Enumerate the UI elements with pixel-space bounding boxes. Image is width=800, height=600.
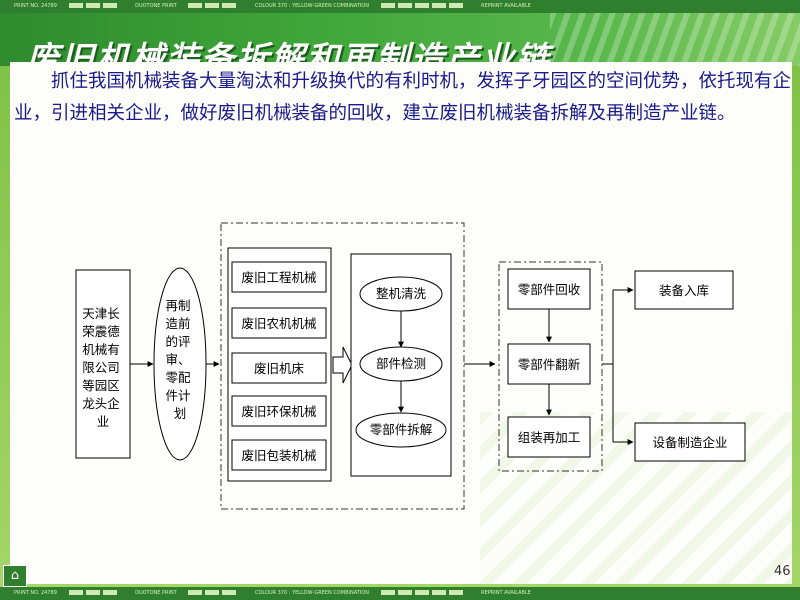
remanufacture-step-box	[507, 268, 591, 310]
content-area: 抓住我国机械装备大量淘汰和升级换代的有利时机，发挥子牙园区的空间优势，依托现有企…	[10, 62, 792, 584]
waste-item-box	[231, 439, 327, 471]
company-line: 荣震德	[82, 324, 120, 339]
plan-line: 造前	[166, 316, 191, 331]
remanufacture-step-label: 零部件回收	[518, 282, 581, 297]
block-arrow-waste-to-process	[332, 346, 353, 384]
company-line: 机械有	[82, 342, 120, 357]
remanufacture-step-box	[507, 416, 591, 458]
company-line: 龙头企	[82, 396, 120, 411]
output-box-manufacturer	[634, 422, 746, 462]
reprint-label: REPRINT AVAILABLE	[481, 590, 531, 596]
colour-label: COLOUR 370 : YELLOW-GREEN COMBINATION	[254, 590, 369, 596]
plan-line: 再制	[166, 298, 191, 313]
process-step-label: 整机清洗	[376, 286, 427, 301]
waste-item-label: 废旧包装机械	[241, 448, 317, 463]
title-decoration	[550, 13, 800, 66]
header-strip: PRINT NO. 24789 DUOTONE PRINT COLOUR 370…	[0, 0, 800, 13]
company-line: 等园区	[82, 378, 120, 393]
duotone-label: DUOTONE PRINT	[135, 590, 177, 596]
strip-blocks	[188, 0, 239, 13]
remanufacture-step-box	[507, 343, 591, 385]
plan-line: 零配	[166, 370, 192, 385]
reprint-label: REPRINT AVAILABLE	[481, 3, 531, 9]
waste-item-label: 废旧环保机械	[241, 404, 317, 419]
print-no-label: PRINT NO. 24789	[14, 3, 57, 9]
output-label: 设备制造企业	[652, 435, 727, 450]
title-bar: 废旧机械装备拆解和再制造产业链	[0, 13, 800, 78]
strip-blocks	[380, 0, 466, 13]
company-line: 限公司	[82, 360, 120, 375]
dashed-group-remanufacture	[498, 261, 603, 472]
remanufacture-step-label: 组装再加工	[518, 430, 581, 445]
process-step-label: 零部件拆解	[370, 422, 433, 437]
waste-item-box	[231, 352, 327, 384]
process-flow-diagram: 天津长 荣震德 机械有 限公司 等园区 龙头企 业 再制 造前 的评 审、 零配…	[75, 222, 746, 510]
waste-item-box	[231, 307, 327, 339]
plan-line: 件计	[166, 388, 191, 403]
waste-item-box	[231, 261, 327, 293]
strip-blocks	[68, 587, 120, 600]
waste-item-label: 废旧工程机械	[241, 270, 317, 285]
duotone-label: DUOTONE PRINT	[135, 3, 177, 9]
waste-item-list: 废旧工程机械 废旧农机机械 废旧机床 废旧环保机械 废旧包装机械	[231, 261, 327, 471]
plan-label: 再制 造前 的评 审、 零配 件计 划	[166, 298, 195, 421]
intro-paragraph: 抓住我国机械装备大量淘汰和升级换代的有利时机，发挥子牙园区的空间优势，依托现有企…	[14, 71, 792, 124]
building-icon: ⌂	[3, 565, 27, 587]
output-label: 装备入库	[659, 283, 709, 298]
strip-blocks	[68, 0, 120, 13]
dashed-group-disassembly	[220, 222, 465, 510]
company-line: 天津长	[82, 306, 120, 321]
company-line: 业	[97, 414, 110, 429]
output-box-warehouse	[634, 270, 734, 310]
footer-strip: PRINT NO. 24789 DUOTONE PRINT COLOUR 370…	[0, 587, 800, 600]
company-label: 天津长 荣震德 机械有 限公司 等园区 龙头企 业	[82, 306, 124, 429]
waste-item-label: 废旧机床	[254, 361, 305, 376]
strip-blocks	[188, 587, 239, 600]
remanufacture-step-label: 零部件翻新	[518, 357, 581, 372]
strip-blocks	[380, 587, 466, 600]
waste-item-box	[231, 395, 327, 427]
company-box	[75, 269, 131, 459]
colour-label: COLOUR 370 : YELLOW-GREEN COMBINATION	[254, 3, 369, 9]
plan-line: 审、	[166, 352, 191, 367]
waste-item-label: 废旧农机机械	[241, 316, 317, 331]
page-number: 46	[774, 564, 791, 579]
process-step-label: 部件检测	[376, 356, 426, 371]
plan-line: 划	[174, 406, 187, 421]
print-no-label: PRINT NO. 24789	[14, 590, 57, 596]
process-step-ellipse	[355, 412, 447, 448]
plan-line: 的评	[166, 334, 191, 349]
